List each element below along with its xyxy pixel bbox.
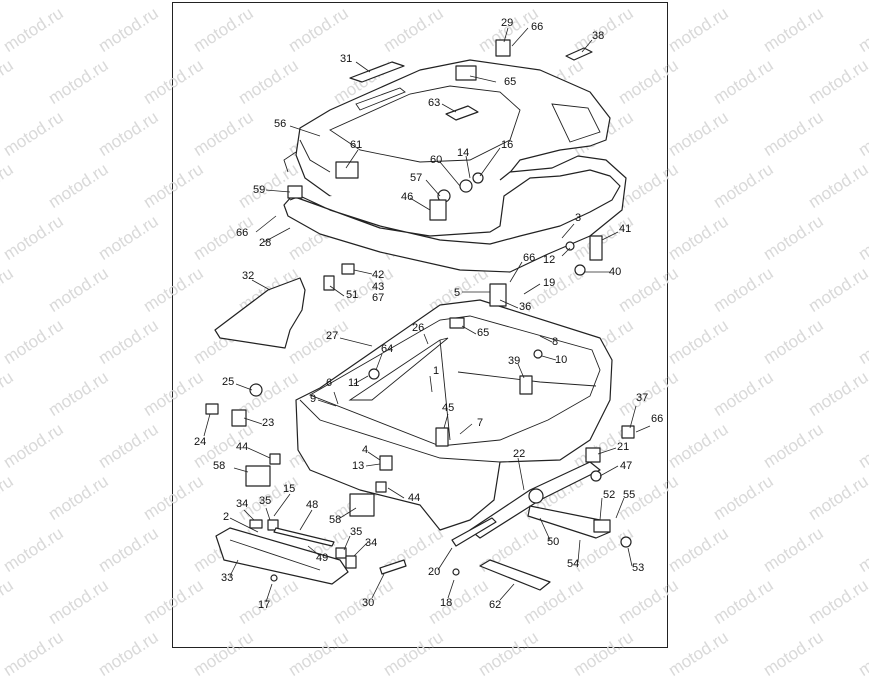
callout-64: 64 xyxy=(381,343,394,355)
callout-39: 39 xyxy=(508,355,521,367)
callout-48: 48 xyxy=(306,499,319,511)
callout-49: 49 xyxy=(316,552,329,564)
callout-5: 5 xyxy=(454,287,461,299)
callout-40: 40 xyxy=(609,266,622,278)
callout-58: 58 xyxy=(329,514,342,526)
callout-57: 57 xyxy=(410,172,423,184)
callout-3: 3 xyxy=(575,212,582,224)
callout-58: 58 xyxy=(213,460,226,472)
decal-part-31 xyxy=(349,61,405,83)
callout-51: 51 xyxy=(346,289,359,301)
callout-19: 19 xyxy=(543,277,556,289)
callout-46: 46 xyxy=(401,191,414,203)
callout-23: 23 xyxy=(262,417,275,429)
callout-62: 62 xyxy=(489,599,502,611)
callout-66: 66 xyxy=(523,252,536,264)
callout-50: 50 xyxy=(547,536,560,548)
callout-7: 7 xyxy=(477,417,484,429)
callout-12: 12 xyxy=(543,254,556,266)
callout-42: 42 xyxy=(372,269,385,281)
callout-67: 67 xyxy=(372,292,385,304)
callout-28: 28 xyxy=(259,237,272,249)
callout-61: 61 xyxy=(350,139,363,151)
callout-17: 17 xyxy=(258,599,271,611)
callout-60: 60 xyxy=(430,154,443,166)
exploded-parts-diagram xyxy=(203,27,651,603)
callout-14: 14 xyxy=(457,147,470,159)
callout-8: 8 xyxy=(552,336,559,348)
callout-21: 21 xyxy=(617,441,630,453)
callout-52: 52 xyxy=(603,489,616,501)
callout-26: 26 xyxy=(412,322,425,334)
callout-35: 35 xyxy=(259,495,272,507)
body-part-27 xyxy=(295,299,613,531)
callout-22: 22 xyxy=(513,448,526,460)
callout-38: 38 xyxy=(592,30,605,42)
plate-part-62 xyxy=(479,559,551,591)
callout-63: 63 xyxy=(428,97,441,109)
callout-29: 29 xyxy=(501,17,514,29)
callout-66: 66 xyxy=(651,413,664,425)
callout-10: 10 xyxy=(555,354,568,366)
callout-31: 31 xyxy=(340,53,353,65)
callout-20: 20 xyxy=(428,566,441,578)
callout-34: 34 xyxy=(236,498,249,510)
callout-16: 16 xyxy=(501,139,514,151)
bracket-part-50 xyxy=(469,461,611,539)
callout-55: 55 xyxy=(623,489,636,501)
callout-1: 1 xyxy=(433,365,440,377)
callout-47: 47 xyxy=(620,460,633,472)
callout-66: 66 xyxy=(531,21,544,33)
callout-13: 13 xyxy=(352,460,365,472)
callout-37: 37 xyxy=(636,392,649,404)
callout-4: 4 xyxy=(362,444,369,456)
lid-seal-part-28 xyxy=(283,151,627,273)
callout-44: 44 xyxy=(408,492,421,504)
decal-part-63 xyxy=(445,105,479,121)
callout-30: 30 xyxy=(362,597,375,609)
decal-part-38 xyxy=(565,47,593,61)
callout-24: 24 xyxy=(194,436,207,448)
callout-44: 44 xyxy=(236,441,249,453)
callout-9: 9 xyxy=(310,393,317,405)
callout-33: 33 xyxy=(221,572,234,584)
leader-lines xyxy=(203,27,651,603)
callout-2: 2 xyxy=(223,511,230,523)
callout-11: 11 xyxy=(348,377,360,389)
reflector-part-33 xyxy=(215,527,349,585)
callout-15: 15 xyxy=(283,483,296,495)
callout-36: 36 xyxy=(519,301,532,313)
callout-41: 41 xyxy=(619,223,632,235)
callout-27: 27 xyxy=(326,330,339,342)
hardware-parts xyxy=(205,39,635,582)
callout-45: 45 xyxy=(442,402,455,414)
callout-65: 65 xyxy=(504,76,517,88)
callout-6: 6 xyxy=(326,377,333,389)
callout-35: 35 xyxy=(350,526,363,538)
callout-56: 56 xyxy=(274,118,287,130)
callout-43: 43 xyxy=(372,281,385,293)
callout-32: 32 xyxy=(242,270,255,282)
callout-54: 54 xyxy=(567,558,580,570)
callout-18: 18 xyxy=(440,597,453,609)
callout-66: 66 xyxy=(236,227,249,239)
callout-53: 53 xyxy=(632,562,645,574)
panel-part-32 xyxy=(214,277,306,349)
callout-65: 65 xyxy=(477,327,490,339)
callout-34: 34 xyxy=(365,537,378,549)
callout-59: 59 xyxy=(253,184,266,196)
callout-25: 25 xyxy=(222,376,235,388)
